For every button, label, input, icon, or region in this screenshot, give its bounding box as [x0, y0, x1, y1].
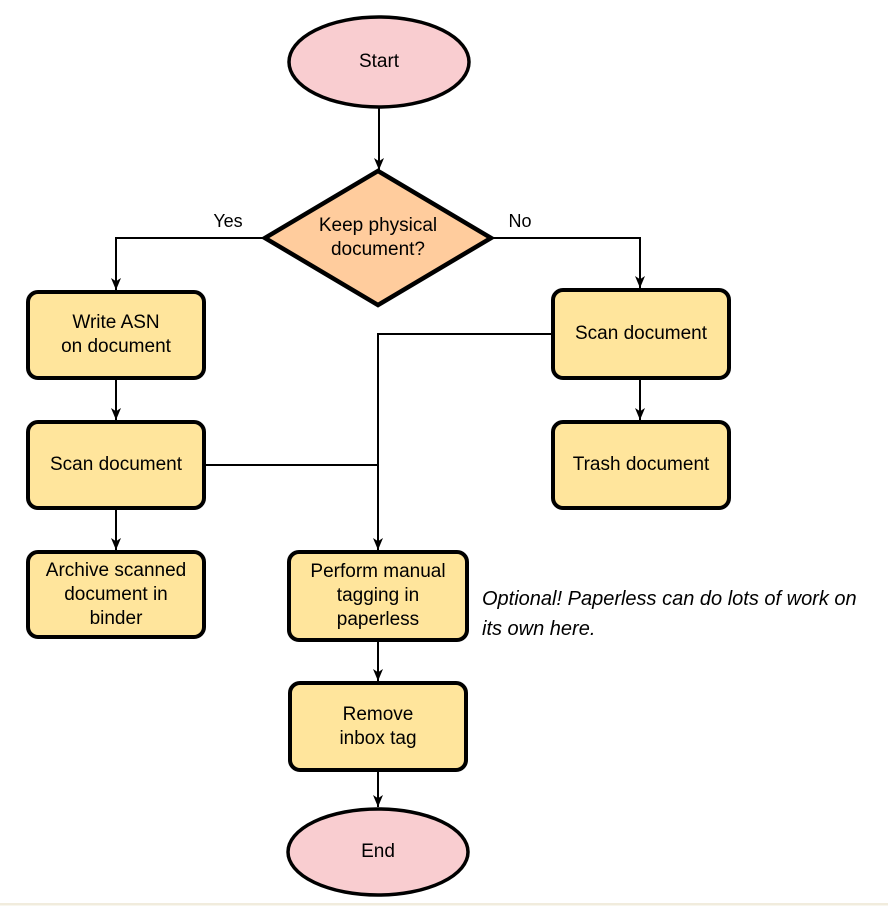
optional-annotation: Optional! Paperless can do lots of work … [482, 584, 888, 644]
edge-decision-yes-to-write-asn [111, 237, 264, 290]
remove-inbox-tag-box-shape [288, 681, 468, 772]
edge-scan-right-to-tagging [373, 333, 551, 550]
no-branch-label: No [508, 210, 532, 231]
edge-decision-no-to-scan-right [492, 237, 645, 288]
write-asn-box-shape [26, 290, 206, 380]
connector-layer [111, 107, 645, 807]
scan-document-left-box-shape [26, 420, 206, 510]
archive-box-shape [26, 550, 206, 639]
scan-document-right-box-shape [551, 288, 731, 380]
optional-annotation-line: Optional! Paperless can do lots of work … [482, 588, 857, 610]
bottom-page-edge-strip [0, 903, 888, 906]
manual-tagging-box-shape [287, 550, 469, 642]
yes-branch-label: Yes [213, 210, 243, 231]
optional-annotation-line: its own here. [482, 618, 596, 640]
start-terminator-shape [287, 15, 471, 109]
decision-diamond-shape [260, 168, 496, 308]
trash-document-box-shape [551, 420, 731, 510]
end-terminator-shape [286, 807, 470, 897]
